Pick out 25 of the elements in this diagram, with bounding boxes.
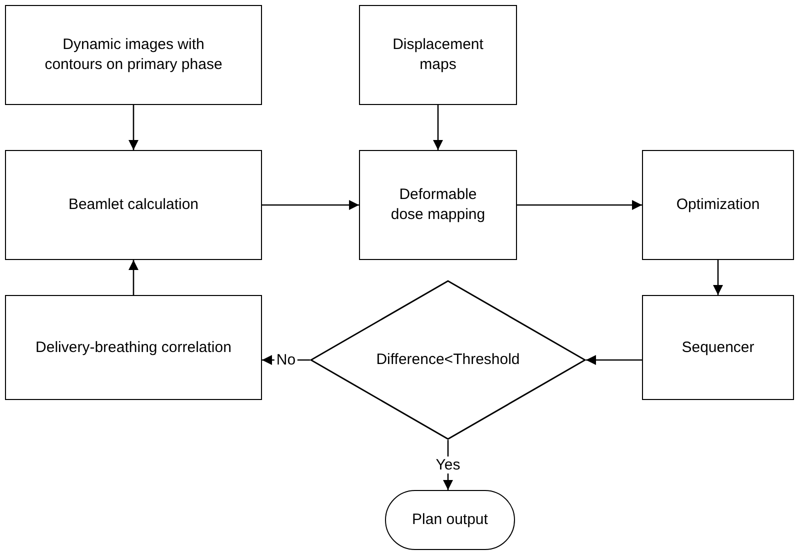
- process-box: [642, 150, 794, 260]
- node-label: Optimization: [676, 195, 760, 215]
- node-label: Dynamic images with contours on primary phase: [44, 35, 224, 75]
- node-label: Sequencer: [682, 338, 754, 358]
- arrow: [433, 105, 443, 150]
- process-box: [359, 5, 517, 105]
- process-box: [5, 5, 262, 105]
- arrow: [517, 200, 642, 210]
- process-box: [642, 295, 794, 400]
- edge-label: Yes: [434, 456, 462, 474]
- node-label: Displacement maps: [392, 35, 484, 75]
- process-box: [5, 150, 262, 260]
- process-box: [359, 150, 517, 260]
- arrow: [262, 200, 359, 210]
- node-label: Plan output: [412, 510, 488, 530]
- node-label: Delivery-breathing correlation: [36, 338, 232, 358]
- arrow: [128, 260, 138, 295]
- arrow: [128, 105, 138, 150]
- node-label: Beamlet calculation: [68, 195, 199, 215]
- arrow: [713, 260, 723, 295]
- arrow: [586, 355, 642, 365]
- process-box: [5, 295, 262, 400]
- node-label: Deformable dose mapping: [390, 185, 486, 225]
- node-label: Difference<Threshold: [376, 350, 520, 370]
- decision-diamond: [310, 280, 586, 440]
